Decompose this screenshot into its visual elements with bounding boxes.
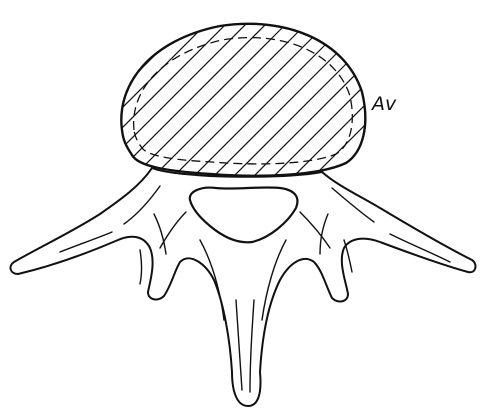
label-av: Av [370, 93, 397, 115]
